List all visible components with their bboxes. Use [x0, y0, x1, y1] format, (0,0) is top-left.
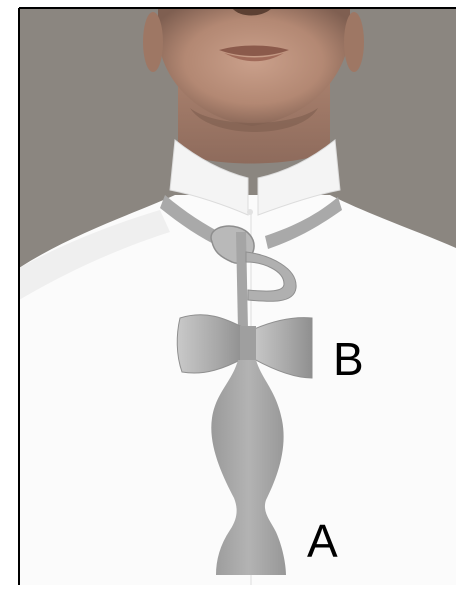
left-ear: [143, 12, 163, 72]
label-b: B: [333, 336, 364, 382]
bow-center: [240, 326, 256, 360]
collar-button: [247, 209, 253, 215]
right-ear: [344, 12, 364, 72]
tie-neck-strip: [236, 232, 248, 330]
label-a: A: [307, 518, 338, 564]
